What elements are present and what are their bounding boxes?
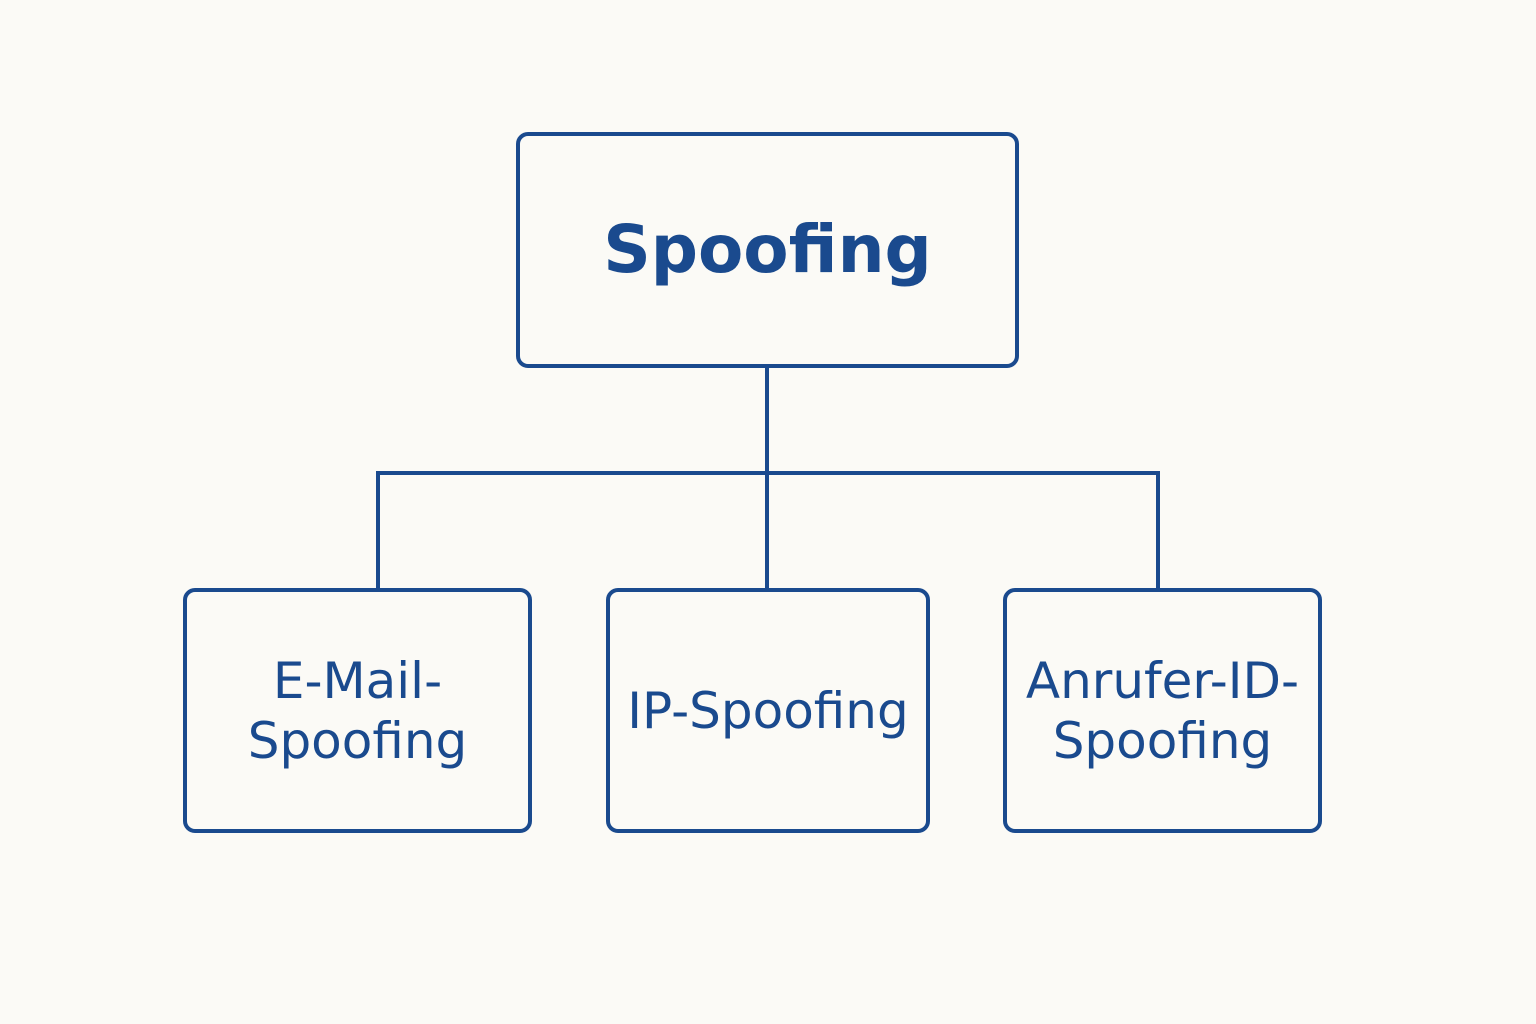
child-node-ip-spoofing: IP-Spoofing	[606, 588, 930, 833]
root-node-label: Spoofing	[603, 211, 932, 289]
child-node-caller-id-spoofing: Anrufer-ID- Spoofing	[1003, 588, 1322, 833]
caller-id-spoofing-label: Anrufer-ID- Spoofing	[1025, 651, 1300, 770]
email-spoofing-label: E-Mail- Spoofing	[247, 651, 468, 770]
child-node-email-spoofing: E-Mail- Spoofing	[183, 588, 532, 833]
ip-spoofing-label: IP-Spoofing	[627, 681, 909, 740]
root-node: Spoofing	[516, 132, 1019, 368]
